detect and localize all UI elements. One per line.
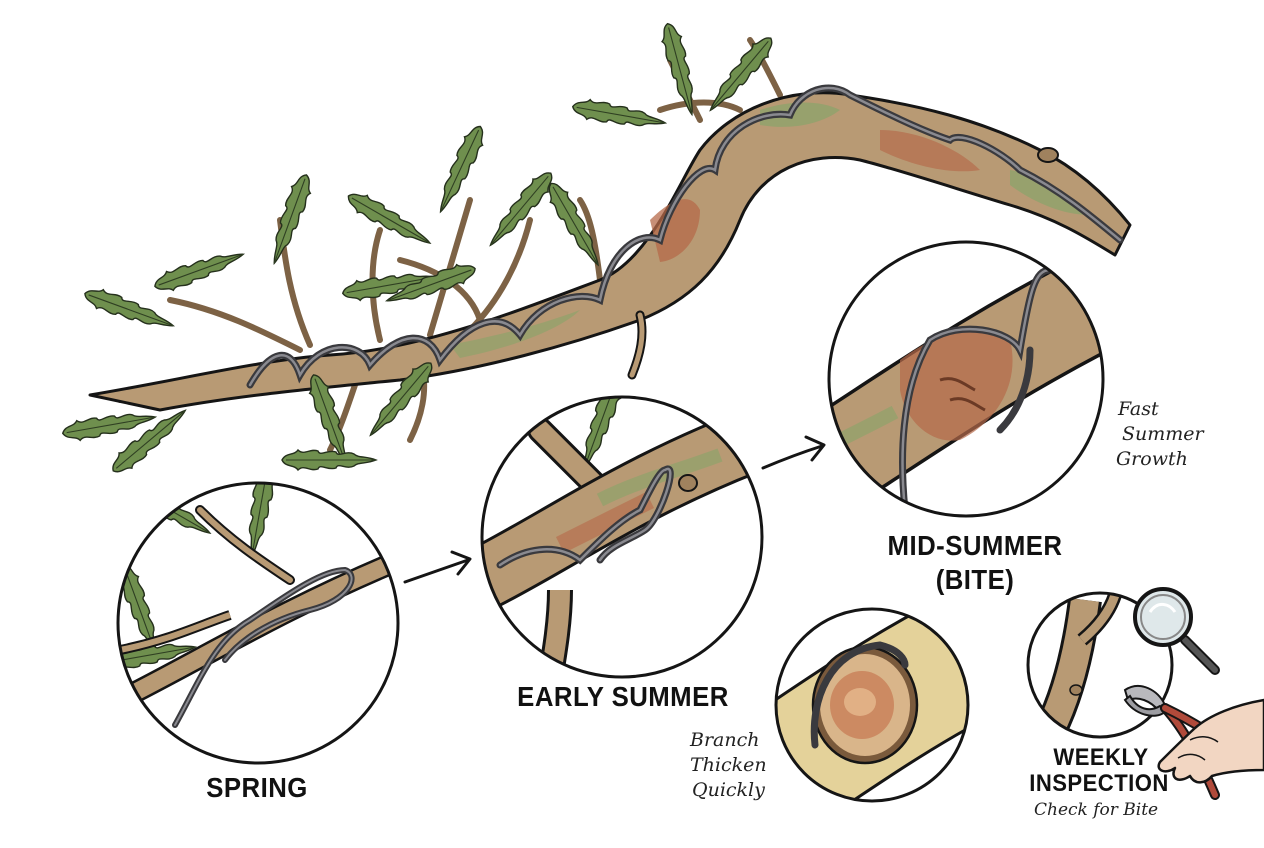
mid-summer-circle xyxy=(827,240,1105,518)
stage-label-early-summer: EARLY SUMMER xyxy=(517,681,729,712)
cross-section-circle xyxy=(774,607,970,803)
arrow-spring-to-early xyxy=(403,550,472,584)
stage-label-weekly: WEEKLY xyxy=(1053,744,1149,771)
early-summer-circle xyxy=(480,395,764,679)
note-quickly: Quickly xyxy=(692,779,765,801)
note-check-for-bite: Check for Bite xyxy=(1034,800,1159,820)
stage-label-bite: (BITE) xyxy=(935,564,1015,595)
stage-label-spring: SPRING xyxy=(206,772,308,803)
main-branch xyxy=(88,37,1132,453)
magnifying-glass-icon xyxy=(1133,587,1220,675)
note-growth: Growth xyxy=(1116,448,1188,470)
spring-circle xyxy=(116,481,400,765)
note-summer: Summer xyxy=(1122,423,1204,445)
arrow-early-to-mid xyxy=(761,435,826,470)
hand-illustration xyxy=(1157,698,1264,784)
note-fast: Fast xyxy=(1118,398,1159,420)
stage-label-mid-summer: MID-SUMMER xyxy=(887,530,1063,561)
stage-label-inspection: INSPECTION xyxy=(1029,770,1169,797)
note-branch: Branch xyxy=(690,729,760,751)
note-thicken: Thicken xyxy=(690,754,767,776)
